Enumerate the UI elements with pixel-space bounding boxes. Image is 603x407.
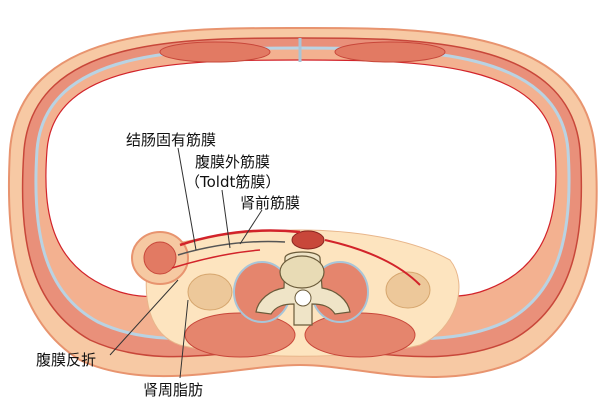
label-extraperitoneal-fascia: 腹膜外筋膜 <box>195 153 270 171</box>
aorta <box>292 231 324 249</box>
vertebral-body <box>280 256 324 288</box>
label-colon-fascia: 结肠固有筋膜 <box>126 131 216 149</box>
label-prerenal-fascia: 肾前筋膜 <box>240 194 300 212</box>
kidney-right <box>386 272 430 308</box>
spinal-canal <box>295 290 311 306</box>
label-perirenal-fat: 肾周脂肪 <box>143 381 203 399</box>
kidney-left <box>188 274 232 310</box>
rectus-muscle-left <box>160 42 270 62</box>
label-peritoneal-reflection: 腹膜反折 <box>36 351 96 369</box>
rectus-muscle-right <box>335 42 445 62</box>
back-muscle-right <box>305 313 415 357</box>
colon-lumen <box>144 242 176 274</box>
back-muscle-left <box>185 313 295 357</box>
label-toldt-fascia: （Toldt筋膜） <box>185 173 280 191</box>
